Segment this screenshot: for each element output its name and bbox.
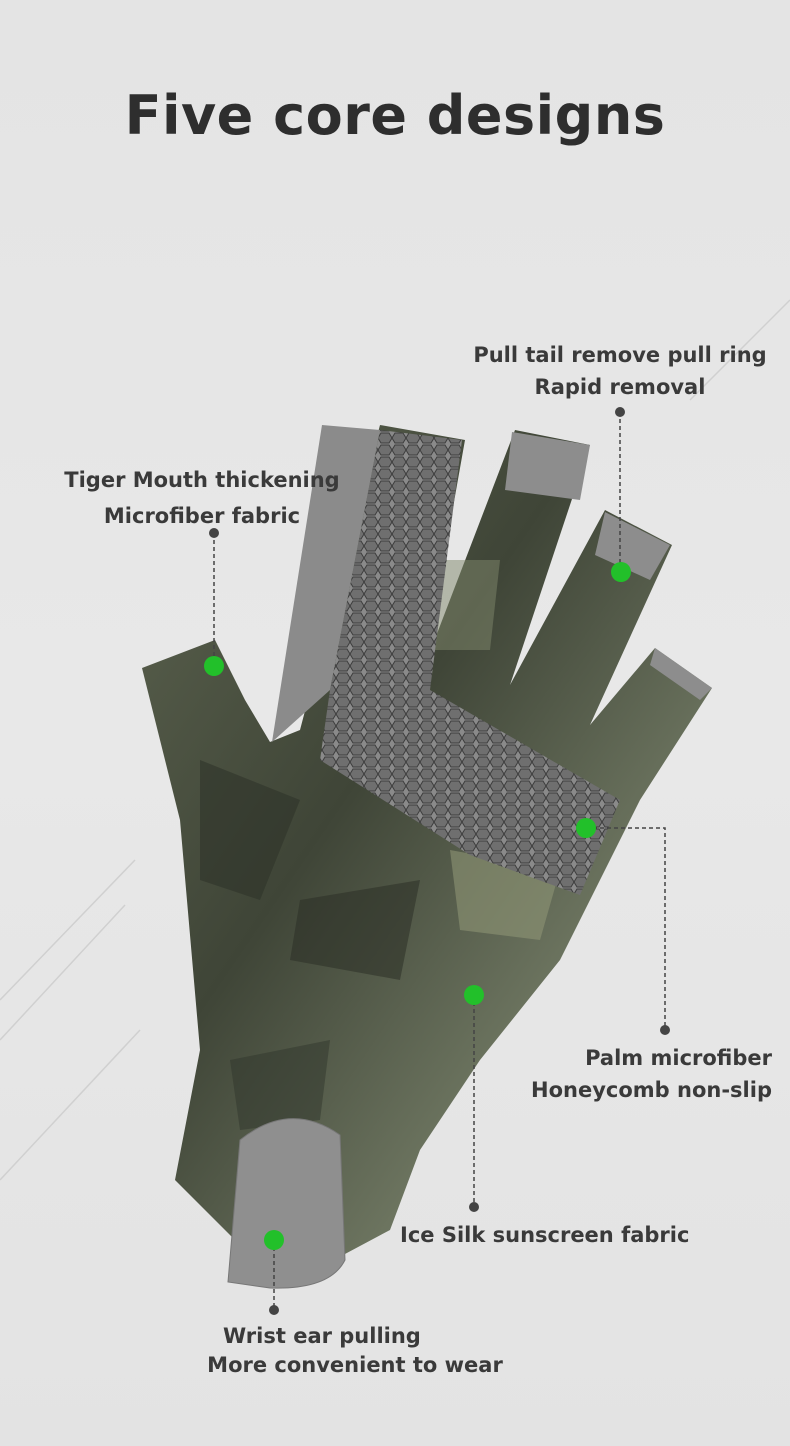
feature-wrist: Wrist ear pulling More convenient to wea… bbox=[205, 1322, 505, 1380]
marker-wrist bbox=[264, 1230, 284, 1250]
feature-ice-silk: Ice Silk sunscreen fabric bbox=[400, 1219, 689, 1251]
palm-honeycomb-panel bbox=[320, 430, 620, 895]
feature-line: Ice Silk sunscreen fabric bbox=[400, 1223, 690, 1247]
marker-ice-silk bbox=[464, 985, 484, 1005]
wrist-pull-tab bbox=[227, 1118, 346, 1289]
feature-line: Rapid removal bbox=[534, 375, 706, 399]
marker-pull-tail bbox=[611, 562, 631, 582]
feature-pull-tail: Pull tail remove pull ring Rapid removal bbox=[470, 339, 770, 403]
marker-tiger-mouth bbox=[204, 656, 224, 676]
feature-palm: Palm microfiber Honeycomb non-slip bbox=[470, 1042, 772, 1106]
feature-line: Wrist ear pulling bbox=[223, 1324, 421, 1348]
feature-line: Pull tail remove pull ring bbox=[473, 343, 767, 367]
page-title: Five core designs bbox=[124, 84, 666, 147]
feature-line: Tiger Mouth thickening bbox=[64, 468, 340, 492]
feature-line: Palm microfiber bbox=[585, 1046, 772, 1070]
feature-line: Microfiber fabric bbox=[103, 504, 301, 528]
feature-line: More convenient to wear bbox=[207, 1353, 503, 1377]
feature-line: Honeycomb non-slip bbox=[531, 1078, 772, 1102]
marker-palm bbox=[576, 818, 596, 838]
feature-tiger-mouth: Tiger Mouth thickening Microfiber fabric bbox=[52, 462, 352, 534]
